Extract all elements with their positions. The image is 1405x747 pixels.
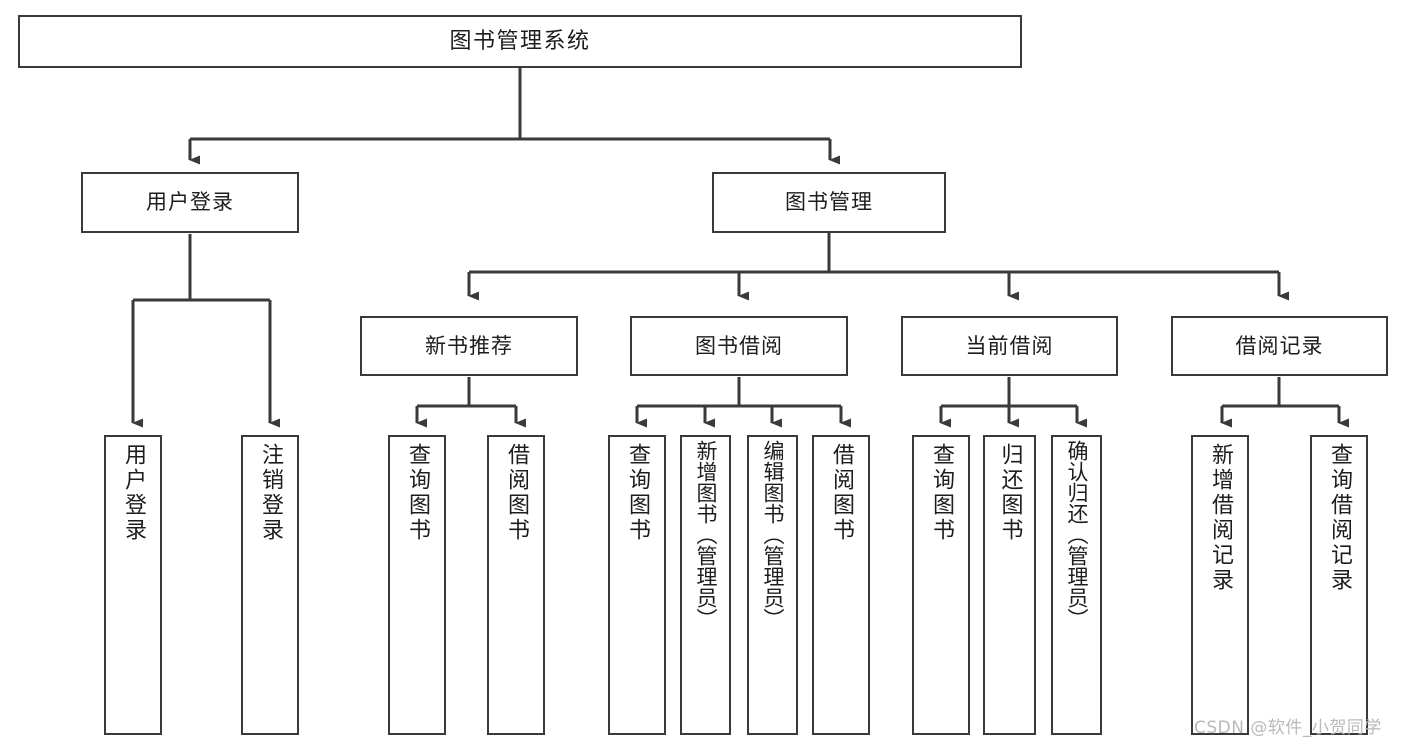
node-book-manage[interactable]: 图书管理 [712,172,946,233]
node-label: 用户登录 [146,190,234,215]
node-label: 新增图书（管理员） [694,440,718,629]
node-label: 用户登录 [121,443,146,543]
leaf-borrow-book-recommend[interactable]: 借阅图书 [487,435,545,735]
leaf-query-book-recommend[interactable]: 查询图书 [388,435,446,735]
leaf-user-logout[interactable]: 注销登录 [241,435,299,735]
leaf-add-borrow-record[interactable]: 新增借阅记录 [1191,435,1249,735]
node-label: 新书推荐 [425,333,513,358]
node-label: 查询借阅记录 [1327,443,1352,593]
leaf-user-login[interactable]: 用户登录 [104,435,162,735]
node-book-borrow[interactable]: 图书借阅 [630,316,848,376]
leaf-return-book[interactable]: 归还图书 [983,435,1036,735]
leaf-confirm-return-admin[interactable]: 确认归还（管理员） [1051,435,1102,735]
leaf-query-book-borrow[interactable]: 查询图书 [608,435,666,735]
node-label: 注销登录 [258,443,283,543]
node-label: 图书借阅 [695,333,783,358]
node-label: 借阅记录 [1235,333,1324,358]
node-new-book-recommend[interactable]: 新书推荐 [360,316,578,376]
node-label: 新增借阅记录 [1208,443,1233,593]
node-label: 图书管理系统 [449,28,591,54]
csdn-watermark: CSDN @软件_小贺同学 [1194,718,1382,738]
node-label: 当前借阅 [965,333,1054,358]
node-user-login[interactable]: 用户登录 [81,172,299,233]
node-label: 图书管理 [785,190,873,215]
leaf-borrow-book-borrow[interactable]: 借阅图书 [812,435,870,735]
leaf-add-book-admin[interactable]: 新增图书（管理员） [680,435,731,735]
leaf-edit-book-admin[interactable]: 编辑图书（管理员） [747,435,798,735]
node-label: 查询图书 [405,443,430,543]
node-label: 确认归还（管理员） [1065,440,1089,629]
leaf-query-borrow-record[interactable]: 查询借阅记录 [1310,435,1368,735]
node-borrow-record[interactable]: 借阅记录 [1171,316,1388,376]
node-label: 借阅图书 [829,443,854,543]
node-root-book-system[interactable]: 图书管理系统 [18,15,1022,68]
node-label: 编辑图书（管理员） [761,440,785,629]
node-label: 归还图书 [997,443,1023,543]
node-label: 查询图书 [625,443,650,543]
node-label: 查询图书 [929,443,954,543]
leaf-query-book-current[interactable]: 查询图书 [912,435,970,735]
node-label: 借阅图书 [504,443,529,543]
node-current-borrow[interactable]: 当前借阅 [901,316,1118,376]
